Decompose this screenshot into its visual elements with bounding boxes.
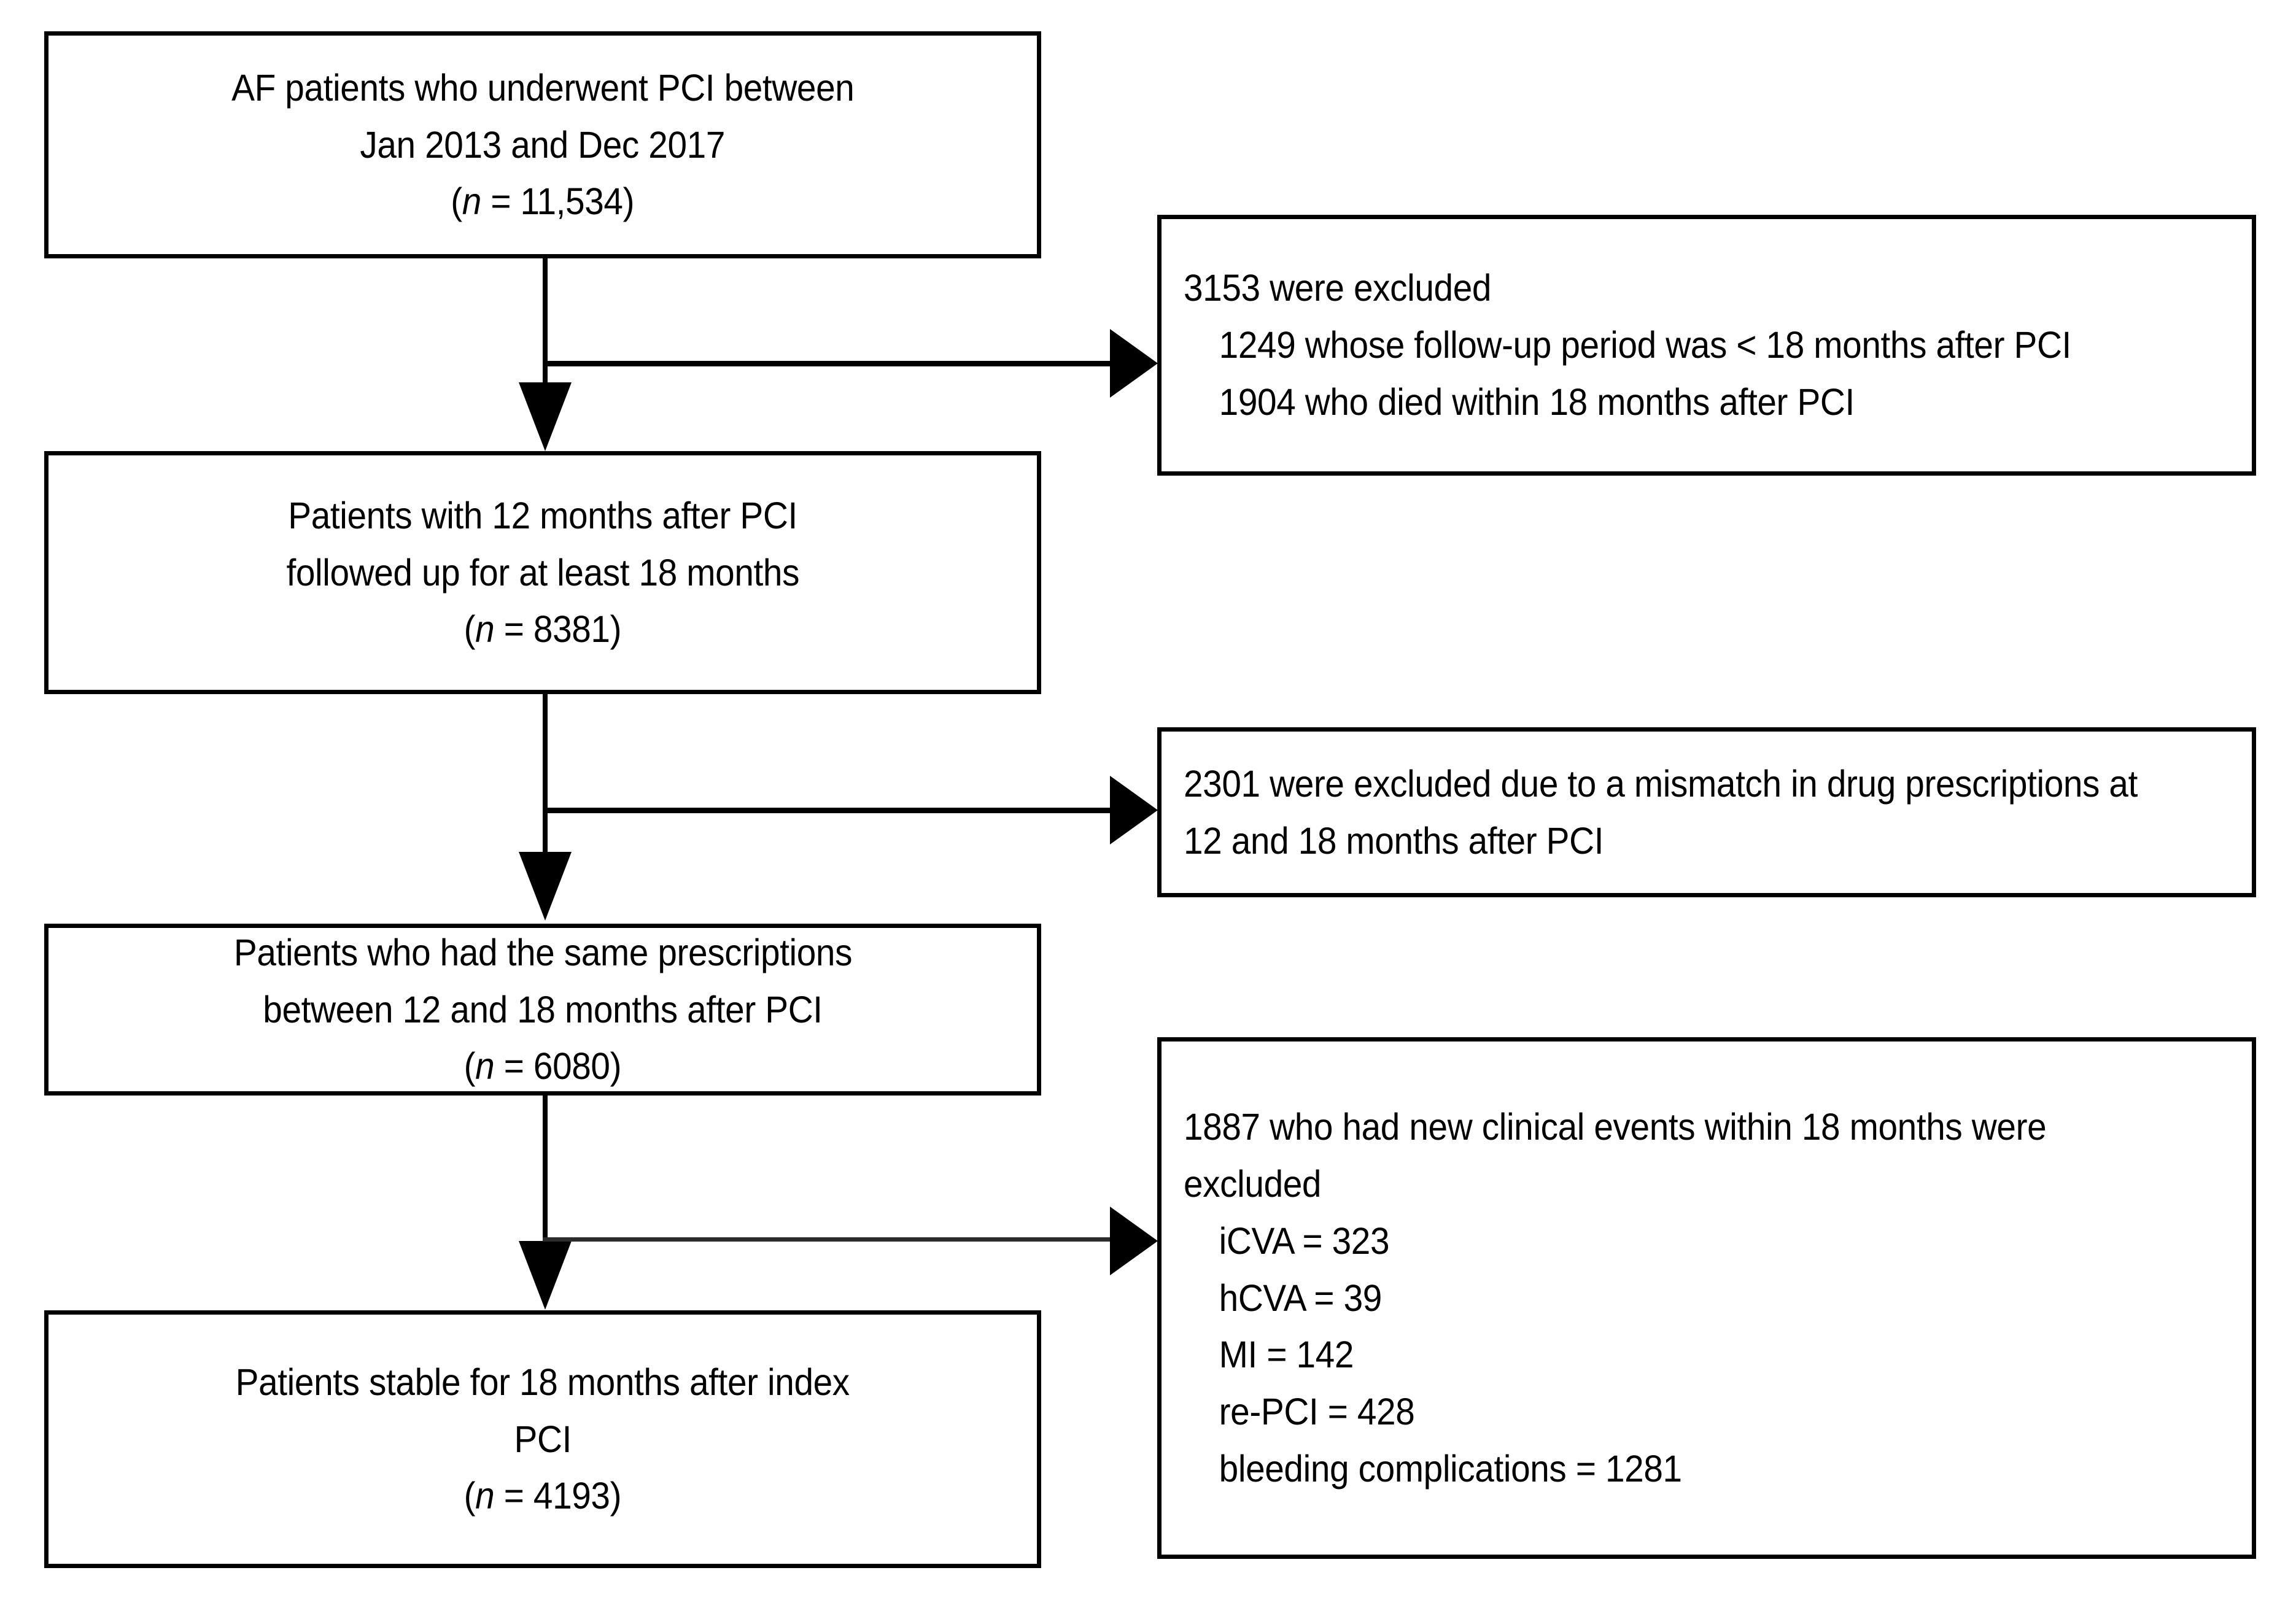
exclusion-box-2: 2301 were excluded due to a mismatch in … xyxy=(1157,727,2256,897)
exclusion-box-3-item-icva: iCVA = 323 xyxy=(1219,1219,1390,1262)
flow-box-enrolled: AF patients who underwent PCI between Ja… xyxy=(44,31,1041,258)
exclusion-box-3-heading: 1887 who had new clinical events within … xyxy=(1184,1106,2047,1205)
connector-2-vertical-line xyxy=(543,694,548,854)
connector-3-arrow-right-icon xyxy=(1110,1207,1158,1275)
exclusion-box-3-item-mi: MI = 142 xyxy=(1219,1334,1354,1376)
exclusion-box-1: 3153 were excluded 1249 whose follow-up … xyxy=(1157,215,2256,476)
exclusion-box-3-item-bleeding: bleeding complications = 1281 xyxy=(1219,1447,1682,1490)
exclusion-box-2-heading: 2301 were excluded due to a mismatch in … xyxy=(1184,762,2138,862)
flow-box-enrolled-line-2: Jan 2013 and Dec 2017 xyxy=(360,123,726,166)
connector-1-arrow-right-icon xyxy=(1110,329,1158,398)
exclusion-box-3-item-hcva: hCVA = 39 xyxy=(1219,1277,1383,1319)
exclusion-box-3: 1887 who had new clinical events within … xyxy=(1157,1037,2256,1559)
flow-box-same-prescriptions-count: (n = 6080) xyxy=(463,1045,622,1088)
flow-box-same-prescriptions-line-1: Patients who had the same prescriptions xyxy=(233,931,852,973)
connector-3-branch-line xyxy=(543,1237,1117,1242)
exclusion-box-3-item-repci: re-PCI = 428 xyxy=(1219,1391,1415,1433)
flow-box-followed-up-line-2: followed up for at least 18 months xyxy=(286,551,799,593)
connector-3-arrow-down-icon xyxy=(519,1241,572,1310)
connector-1-arrow-down-icon xyxy=(519,382,572,451)
flow-box-stable: Patients stable for 18 months after inde… xyxy=(44,1310,1041,1568)
exclusion-box-1-item-2: 1904 who died within 18 months after PCI xyxy=(1219,381,1855,423)
flow-box-followed-up-count: (n = 8381) xyxy=(463,608,622,651)
flow-box-enrolled-count: (n = 11,534) xyxy=(451,180,635,223)
flow-box-enrolled-line-1: AF patients who underwent PCI between xyxy=(231,66,855,109)
exclusion-box-1-item-1: 1249 whose follow-up period was < 18 mon… xyxy=(1219,324,2072,366)
connector-3-vertical-line xyxy=(543,1096,548,1267)
exclusion-box-1-heading: 3153 were excluded xyxy=(1184,267,1492,309)
flow-box-stable-line-1: Patients stable for 18 months after inde… xyxy=(235,1361,850,1403)
connector-2-arrow-right-icon xyxy=(1110,776,1158,844)
connector-1-vertical-line xyxy=(543,258,548,418)
flow-box-stable-count: (n = 4193) xyxy=(463,1475,622,1517)
flow-box-followed-up: Patients with 12 months after PCI follow… xyxy=(44,451,1041,694)
flow-box-followed-up-line-1: Patients with 12 months after PCI xyxy=(288,494,797,536)
flow-box-same-prescriptions: Patients who had the same prescriptions … xyxy=(44,924,1041,1096)
flow-box-stable-line-2: PCI xyxy=(514,1418,572,1460)
connector-2-branch-line xyxy=(543,808,1117,813)
flow-box-same-prescriptions-line-2: between 12 and 18 months after PCI xyxy=(263,988,823,1030)
connector-2-arrow-down-icon xyxy=(519,852,572,921)
connector-1-branch-line xyxy=(543,361,1117,366)
